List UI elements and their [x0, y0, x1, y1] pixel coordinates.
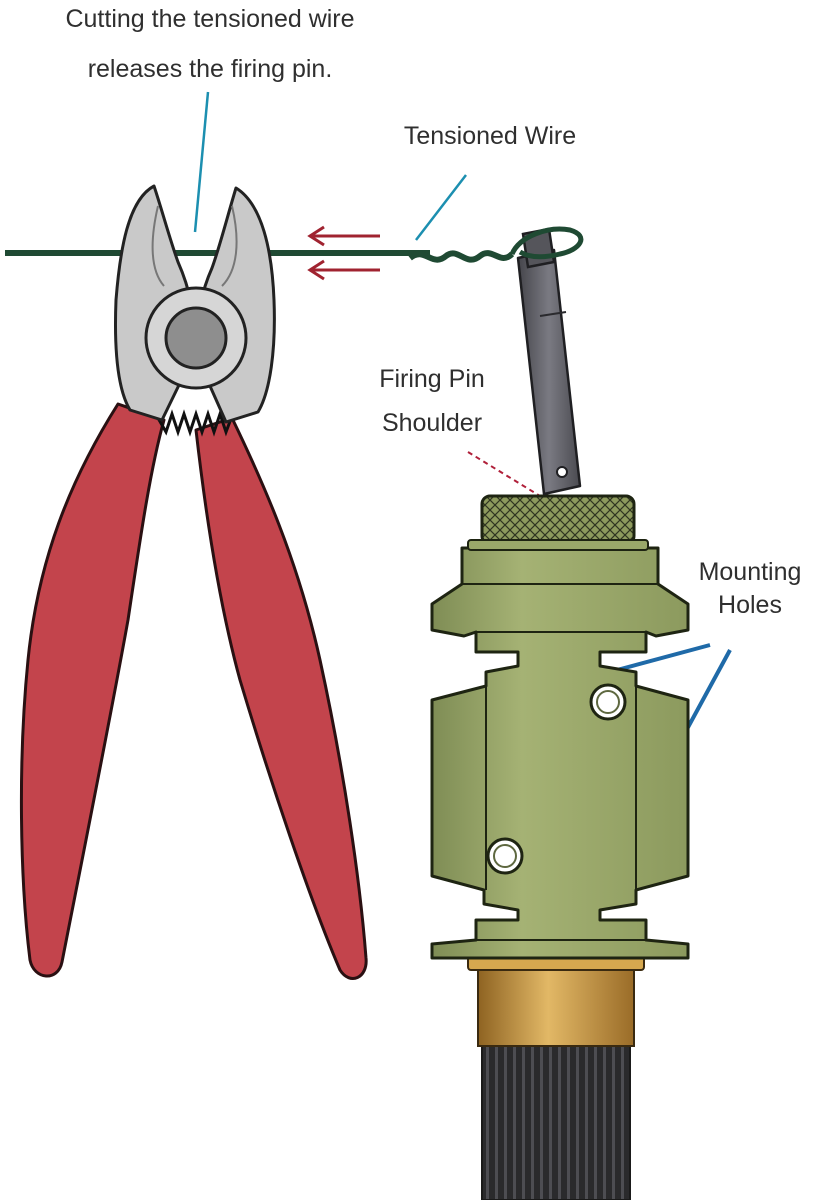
tensioned-wire-label: Tensioned Wire: [404, 122, 576, 150]
firing-pin-label-line1: Firing Pin: [379, 365, 485, 393]
pliers-spring: [156, 409, 234, 437]
mounting-holes-label-line2: Holes: [718, 591, 782, 619]
tension-arrow-icon: [307, 225, 380, 281]
cutting-label-line1: Cutting the tensioned wire: [65, 5, 354, 33]
mounting-hole-upper: [589, 683, 627, 721]
ribbed-base: [481, 1037, 631, 1200]
tensioned-wire: [5, 226, 584, 263]
cutting-label-line2: releases the firing pin.: [88, 55, 333, 83]
pliers-pivot-bolt: [164, 306, 228, 370]
cutting-leader-line: [193, 91, 210, 233]
mounting-hole-lower: [486, 837, 524, 875]
knurled-cap: [480, 494, 636, 546]
mounting-holes-label-line1: Mounting: [699, 558, 802, 586]
wire-cutter-pliers-icon: [19, 184, 368, 980]
pliers-right-handle: [194, 416, 368, 980]
firing-pin-shoulder-leader: [467, 451, 541, 497]
firing-pin-label-line2: Shoulder: [382, 409, 482, 437]
tensioned-wire-leader-line: [415, 174, 467, 241]
firing-pin: [516, 227, 582, 496]
device-body: [430, 546, 690, 960]
brass-collar: [477, 961, 635, 1047]
pliers-left-handle: [19, 402, 166, 978]
